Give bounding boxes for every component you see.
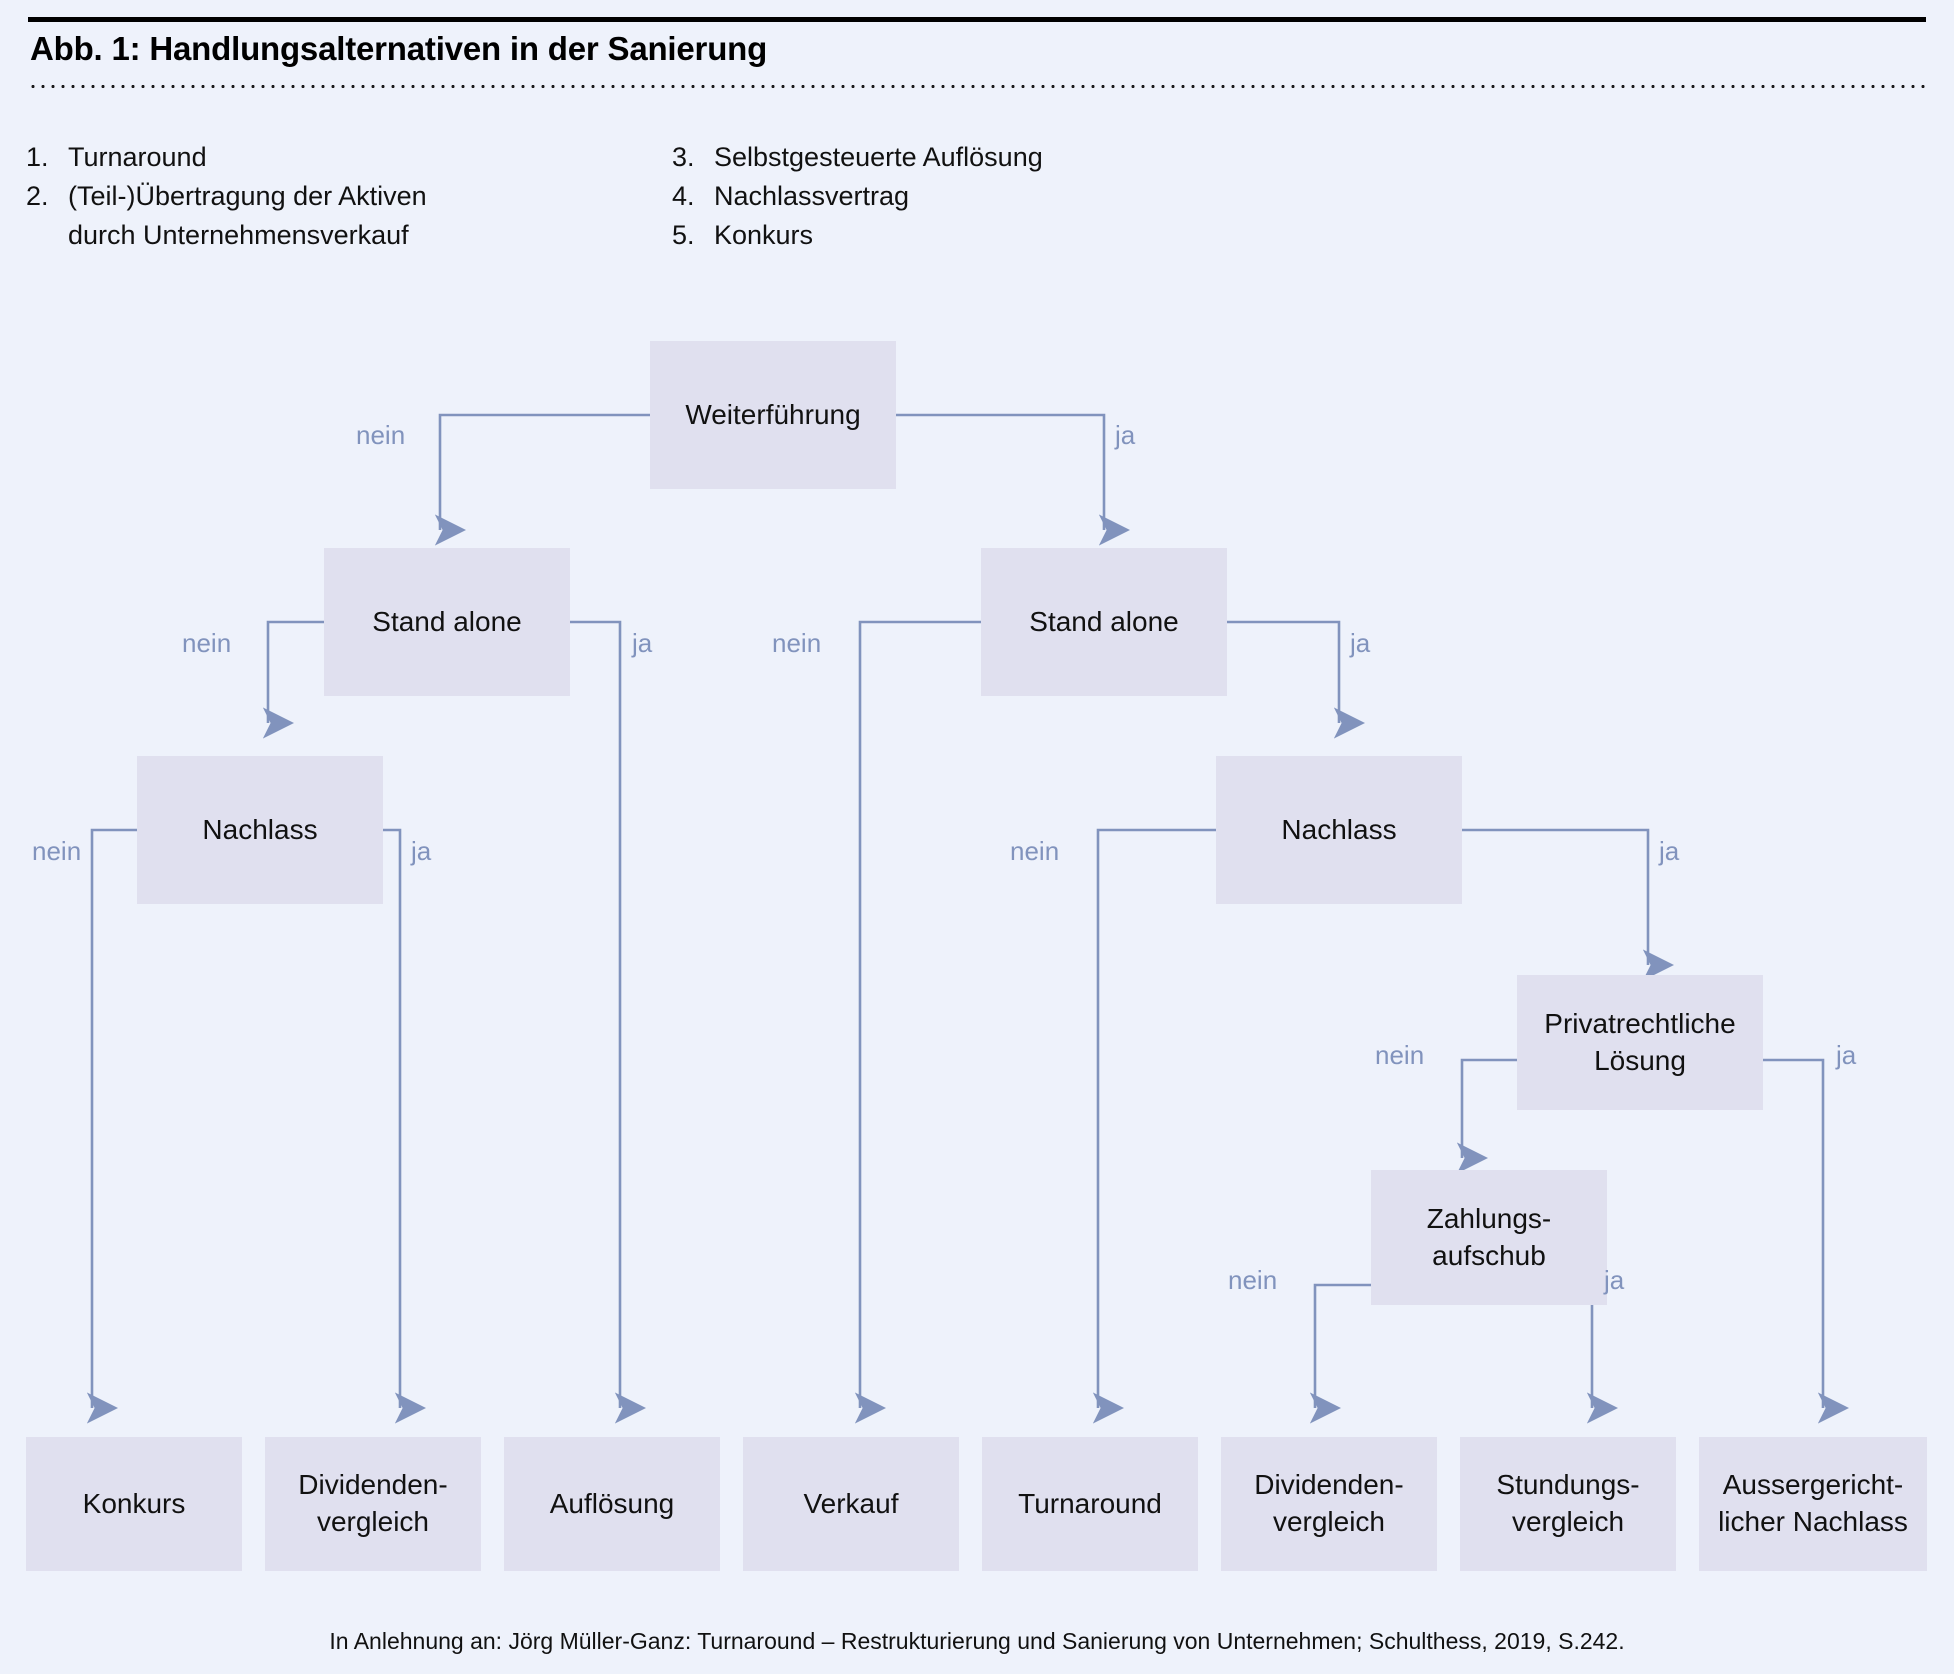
edge-label-standalone-left-ja: ja <box>632 628 653 658</box>
node-label: Dividenden- vergleich <box>298 1469 448 1537</box>
legend-number: 2. <box>26 180 49 211</box>
node-label: Konkurs <box>82 1487 186 1519</box>
source-caption: In Anlehnung an: Jörg Müller-Ganz: Turna… <box>329 1628 1625 1654</box>
node-label: Dividenden- vergleich <box>1254 1469 1404 1537</box>
edge-label-weiterfuehrung-ja: ja <box>1115 420 1136 450</box>
legend-number: 1. <box>26 142 49 172</box>
edge-label-nachlass-left-ja: ja <box>411 836 432 866</box>
legend-label: Nachlassvertrag <box>714 180 910 211</box>
edge-weiterfuehrung-nein <box>434 413 650 546</box>
edge-weiterfuehrung-ja <box>895 413 1130 546</box>
edge-label-privatrechtliche-nein: nein <box>1375 1040 1425 1070</box>
edge-label-nachlass-right-ja: ja <box>1659 836 1680 866</box>
node-aussergerichtlicher-nachlass[interactable]: Aussergericht- licher Nachlass <box>1699 1437 1927 1571</box>
edge-label-standalone-left-nein: nein <box>182 628 232 658</box>
legend-label: (Teil-)Übertragung der Aktiven durch Unt… <box>68 180 427 250</box>
legend-number: 4. <box>672 180 695 211</box>
list-item: 2. (Teil-)Übertragung der Aktiven durch … <box>26 177 427 255</box>
legend-column-right: 3. Selbstgesteuerte Auflösung 4. Nachlas… <box>672 138 1043 255</box>
node-zahlungsaufschub[interactable]: Zahlungs- aufschub <box>1371 1170 1607 1305</box>
edge-label-zahlungsaufschub-nein: nein <box>1228 1265 1278 1295</box>
legend-label: Selbstgesteuerte Auflösung <box>714 142 1043 172</box>
node-dividendenvergleich-2[interactable]: Dividenden- vergleich <box>1221 1437 1437 1571</box>
edge-privatrechtliche-nein <box>1456 1058 1517 1174</box>
edge-label-nachlass-right-nein: nein <box>1010 836 1060 866</box>
node-verkauf[interactable]: Verkauf <box>743 1437 959 1571</box>
node-label: Nachlass <box>1281 813 1397 845</box>
edge-standalone-left-nein <box>262 620 324 739</box>
edge-nachlass-left-ja <box>383 828 426 1424</box>
edge-label-weiterfuehrung-nein: nein <box>356 420 406 450</box>
list-item: 5. Konkurs <box>672 216 1043 255</box>
edge-nachlass-left-nein <box>86 828 137 1424</box>
legend-label: Turnaround <box>68 142 207 172</box>
legend-number: 5. <box>672 219 695 250</box>
node-label: Nachlass <box>202 813 318 845</box>
list-item: 3. Selbstgesteuerte Auflösung <box>672 138 1043 177</box>
node-label: Weiterführung <box>685 398 861 430</box>
node-label: Zahlungs- aufschub <box>1426 1202 1552 1271</box>
node-label: Privatrechtliche Lösung <box>1544 1007 1736 1076</box>
list-item: 4. Nachlassvertrag <box>672 177 1043 216</box>
node-stundungsvergleich[interactable]: Stundungs- vergleich <box>1460 1437 1676 1571</box>
node-label: Stand alone <box>1029 605 1179 637</box>
node-stand-alone-left[interactable]: Stand alone <box>324 548 570 696</box>
edge-label-standalone-right-nein: nein <box>772 628 822 658</box>
node-dividendenvergleich-1[interactable]: Dividenden- vergleich <box>265 1437 481 1571</box>
node-label: Aussergericht- licher Nachlass <box>1718 1469 1908 1537</box>
legend-number: 3. <box>672 142 695 172</box>
node-aufloesung[interactable]: Auflösung <box>504 1437 720 1571</box>
node-label: Auflösung <box>549 1487 675 1519</box>
top-rule <box>28 17 1926 22</box>
node-label: Stundungs- vergleich <box>1496 1469 1640 1537</box>
dotted-rule <box>28 84 1926 89</box>
node-konkurs[interactable]: Konkurs <box>26 1437 242 1571</box>
edge-nachlass-right-ja <box>1462 828 1674 981</box>
node-label: Verkauf <box>803 1487 899 1519</box>
node-turnaround[interactable]: Turnaround <box>982 1437 1198 1571</box>
node-nachlass-left[interactable]: Nachlass <box>137 756 383 904</box>
node-stand-alone-right[interactable]: Stand alone <box>981 548 1227 696</box>
node-weiterfuehrung[interactable]: Weiterführung <box>650 341 896 489</box>
node-label: Stand alone <box>372 605 522 637</box>
edge-standalone-left-ja <box>570 620 646 1424</box>
node-privatrechtliche-loesung[interactable]: Privatrechtliche Lösung <box>1517 975 1763 1110</box>
edge-nachlass-right-nein <box>1092 828 1216 1424</box>
legend-column-left: 1. Turnaround 2. (Teil-)Übertragung der … <box>26 138 427 255</box>
legend-label: Konkurs <box>714 219 814 250</box>
node-label: Turnaround <box>1018 1487 1162 1519</box>
edge-zahlungsaufschub-nein <box>1309 1283 1371 1424</box>
edge-label-zahlungsaufschub-ja: ja <box>1604 1265 1625 1295</box>
edge-label-nachlass-left-nein: nein <box>32 836 82 866</box>
figure-title: Abb. 1: Handlungsalternativen in der San… <box>30 30 768 67</box>
list-item: 1. Turnaround <box>26 138 427 177</box>
edge-label-standalone-right-ja: ja <box>1350 628 1371 658</box>
edge-label-privatrechtliche-ja: ja <box>1836 1040 1857 1070</box>
node-nachlass-right[interactable]: Nachlass <box>1216 756 1462 904</box>
edge-standalone-right-nein <box>854 620 981 1424</box>
edge-standalone-right-ja <box>1227 620 1365 739</box>
edge-privatrechtliche-ja <box>1762 1058 1849 1424</box>
